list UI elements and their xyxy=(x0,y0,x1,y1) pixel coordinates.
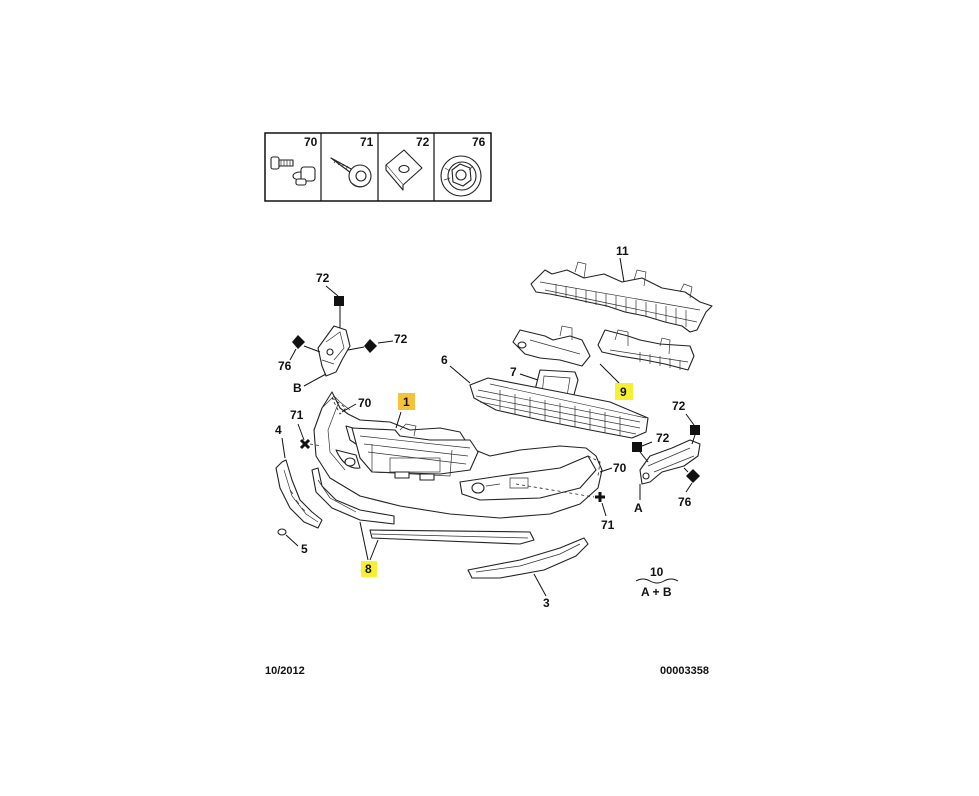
part-5-clip: 5 xyxy=(277,528,308,556)
callout-76-left: 76 xyxy=(278,359,292,373)
callout-70-right: 70 xyxy=(613,461,627,475)
callout-72-top-right: 72 xyxy=(672,399,686,413)
callout-8: 8 xyxy=(365,562,372,576)
highlight-8 xyxy=(361,561,377,577)
part-11-reinforcement-beam: 11 xyxy=(530,244,713,333)
marker-72-mid-right xyxy=(632,442,642,452)
callout-11: 11 xyxy=(616,244,629,258)
highlight-9 xyxy=(615,383,633,400)
marker-72-top-right xyxy=(690,425,700,435)
highlight-1 xyxy=(398,393,415,410)
note-10-text: A + B xyxy=(641,585,672,599)
right-mount-bracket: 72 72 76 A xyxy=(632,399,701,515)
legend-label-70: 70 xyxy=(304,135,318,149)
callout-71-left: 71 xyxy=(290,408,304,422)
callout-72-mid-left: 72 xyxy=(394,332,408,346)
note-10-ref: 10 xyxy=(650,565,664,579)
callout-71-right: 71 xyxy=(601,518,615,532)
callout-72-top-left: 72 xyxy=(316,271,330,285)
marker-71-right xyxy=(595,492,605,502)
fastener-legend: 70 71 72 76 xyxy=(264,132,492,202)
marker-72-mid-left xyxy=(364,339,377,353)
part-3-lower-lip: 3 xyxy=(467,537,589,610)
part-4-side-trim: 4 xyxy=(275,423,323,529)
legend-label-76: 76 xyxy=(472,135,486,149)
marker-72-top-left xyxy=(334,296,344,306)
left-mount-bracket: 72 72 76 B xyxy=(278,271,408,395)
screw-with-washer-icon xyxy=(330,157,372,188)
bolt-with-nut-icon xyxy=(270,156,316,186)
callout-b: B xyxy=(293,381,302,395)
square-clip-nut-icon xyxy=(385,149,423,191)
callout-6: 6 xyxy=(441,353,448,367)
callout-3: 3 xyxy=(543,596,550,610)
part-8-lower-strips: 8 xyxy=(311,467,535,577)
callout-72-mid-right: 72 xyxy=(656,431,670,445)
part-6-grille: 6 xyxy=(441,353,649,439)
callout-4: 4 xyxy=(275,423,282,437)
callout-7: 7 xyxy=(510,365,517,379)
part-1-bumper-shell: 1 xyxy=(313,391,603,519)
marker-71-left xyxy=(299,438,311,450)
callout-76-right: 76 xyxy=(678,495,692,509)
legend-label-71: 71 xyxy=(360,135,374,149)
footer-date: 10/2012 xyxy=(265,665,305,677)
part-9-brackets: 9 xyxy=(512,325,695,400)
callout-9: 9 xyxy=(620,385,627,399)
legend-label-72: 72 xyxy=(416,135,430,149)
callout-5: 5 xyxy=(301,542,308,556)
callout-1: 1 xyxy=(403,395,410,409)
note-10-assembly: 10 A + B xyxy=(635,565,679,599)
callout-70-left: 70 xyxy=(358,396,372,410)
callout-a: A xyxy=(634,501,643,515)
marker-76-left xyxy=(292,335,305,349)
cage-nut-icon xyxy=(440,155,482,197)
footer-drawing-number: 00003358 xyxy=(660,665,709,677)
marker-76-right xyxy=(686,469,700,483)
